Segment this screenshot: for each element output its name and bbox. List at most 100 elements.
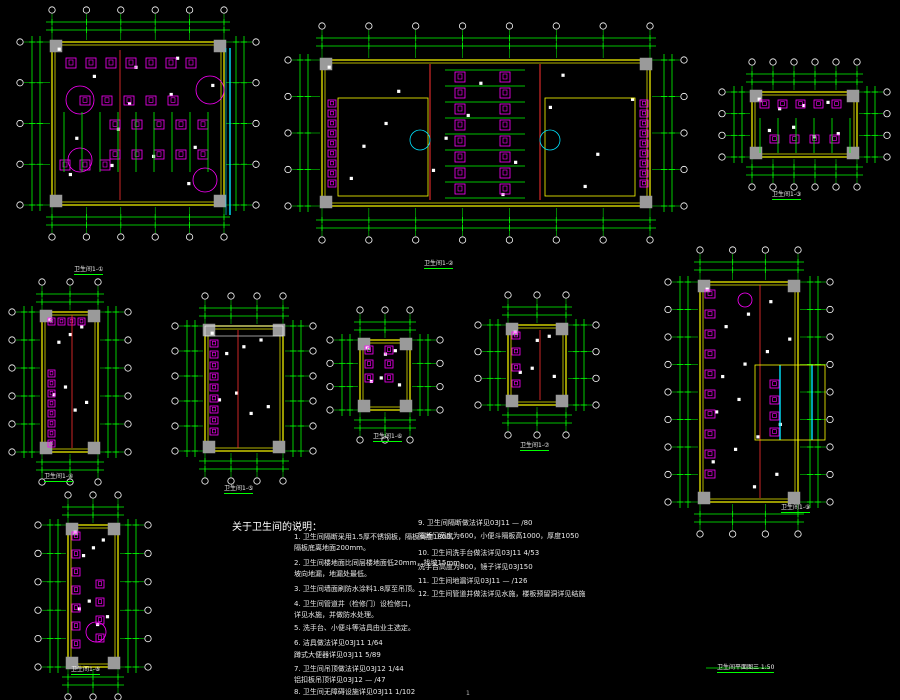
axis-bubble (124, 448, 132, 456)
toilet-fixture (704, 369, 716, 379)
toilet-fixture (175, 149, 187, 160)
toilet-bowl (387, 347, 391, 352)
toilet-fixture (511, 363, 521, 372)
toilet-bowl (74, 533, 78, 538)
axis-bubble (34, 578, 42, 586)
toilet-bowl (126, 97, 132, 103)
column (399, 399, 413, 413)
text-dot (547, 334, 551, 338)
axis-bubble (365, 22, 373, 30)
axis-bubble (790, 183, 798, 191)
toilet-fixture (704, 289, 716, 299)
column (107, 656, 121, 670)
axis-bubble (94, 478, 102, 486)
toilet-bowl (108, 59, 114, 66)
toilet-bowl (642, 101, 646, 106)
text-dot (225, 351, 229, 356)
axis-bubble (144, 634, 152, 643)
axis-bubble (592, 348, 600, 356)
toilet-fixture (209, 372, 219, 381)
axis-bubble (253, 477, 261, 485)
axis-bubble (436, 406, 444, 414)
notes-left-line: 2. 卫生间楼地面比同层楼地面低20mm，找坡15mm， (294, 559, 467, 567)
toilet-fixture (499, 167, 511, 179)
text-dot (369, 379, 373, 384)
toilet-bowl (707, 451, 713, 456)
text-dot (77, 607, 81, 611)
axis-bubble (309, 447, 317, 455)
plan-caption: 卫生间1-③ (772, 191, 802, 200)
axis-bubble (171, 447, 179, 455)
toilet-fixture (59, 159, 71, 171)
axis-bubble (505, 22, 514, 30)
axis-bubble (151, 6, 159, 14)
axis-bubble (252, 201, 260, 209)
axis-bubble (832, 58, 840, 66)
axis-bubble (318, 236, 326, 244)
inner-wall (702, 284, 796, 500)
axis-bubble (144, 663, 152, 671)
axis-bubble (381, 306, 389, 314)
toilet-bowl (502, 89, 508, 96)
axis-bubble (696, 530, 704, 538)
axis-bubble (279, 477, 287, 485)
axis-bubble (664, 278, 672, 286)
notes-title: 关于卫生间的说明： (232, 522, 322, 533)
axis-bubble (124, 420, 132, 428)
toilet-fixture (327, 99, 337, 108)
column (319, 195, 333, 209)
toilet-bowl (112, 151, 118, 157)
toilet-bowl (387, 375, 391, 380)
column (39, 441, 53, 455)
axis-bubble (826, 415, 834, 424)
text-dot (73, 408, 77, 412)
axis-bubble (284, 56, 292, 64)
axis-bubble (853, 58, 861, 66)
axis-bubble (8, 448, 16, 456)
axis-bubble (664, 443, 672, 451)
plan-caption: 卫生间1-⑦ (520, 442, 550, 451)
axis-bubble (718, 153, 726, 161)
axis-bubble (252, 119, 260, 128)
axis-bubble (811, 58, 819, 66)
axis-bubble (356, 306, 364, 314)
text-dot (327, 65, 331, 69)
axis-bubble (124, 392, 132, 400)
axis-bubble (144, 606, 152, 614)
toilet-bowl (642, 111, 646, 116)
toilet-fixture (85, 57, 97, 69)
text-dot (826, 100, 830, 104)
axis-bubble (826, 360, 834, 369)
text-dot (151, 154, 156, 159)
axis-bubble (326, 359, 334, 367)
axis-bubble (664, 388, 672, 396)
toilet-bowl (128, 59, 134, 66)
toilet-fixture (327, 119, 337, 128)
axis-bubble (504, 291, 512, 299)
text-dot (743, 362, 747, 366)
plan-caption: 卫生间1-① (74, 266, 104, 275)
axis-bubble (16, 119, 24, 128)
toilet-fixture (153, 119, 165, 130)
axis-bubble (252, 79, 260, 87)
axis-bubble (309, 422, 317, 430)
axis-bubble (171, 372, 179, 380)
axis-bubble (406, 436, 414, 444)
axis-bubble (220, 233, 228, 241)
axis-bubble (227, 477, 235, 485)
inner-wall (510, 327, 564, 403)
axis-bubble (253, 292, 261, 300)
axis-bubble (794, 530, 802, 538)
toilet-bowl (367, 347, 371, 352)
plan-caption: 卫生间平面图三 1:50 (717, 664, 775, 673)
column (555, 322, 569, 336)
text-dot (775, 472, 779, 476)
axis-bubble (117, 6, 125, 14)
axis-bubble (406, 306, 414, 314)
toilet-bowl (178, 121, 184, 127)
text-dot (767, 128, 772, 133)
toilet-bowl (156, 151, 162, 157)
notes-right-line: 9. 卫生间隔断做法详见03J11 — /80 (418, 519, 533, 527)
toilet-fixture (364, 345, 374, 355)
axis-bubble (171, 322, 179, 330)
